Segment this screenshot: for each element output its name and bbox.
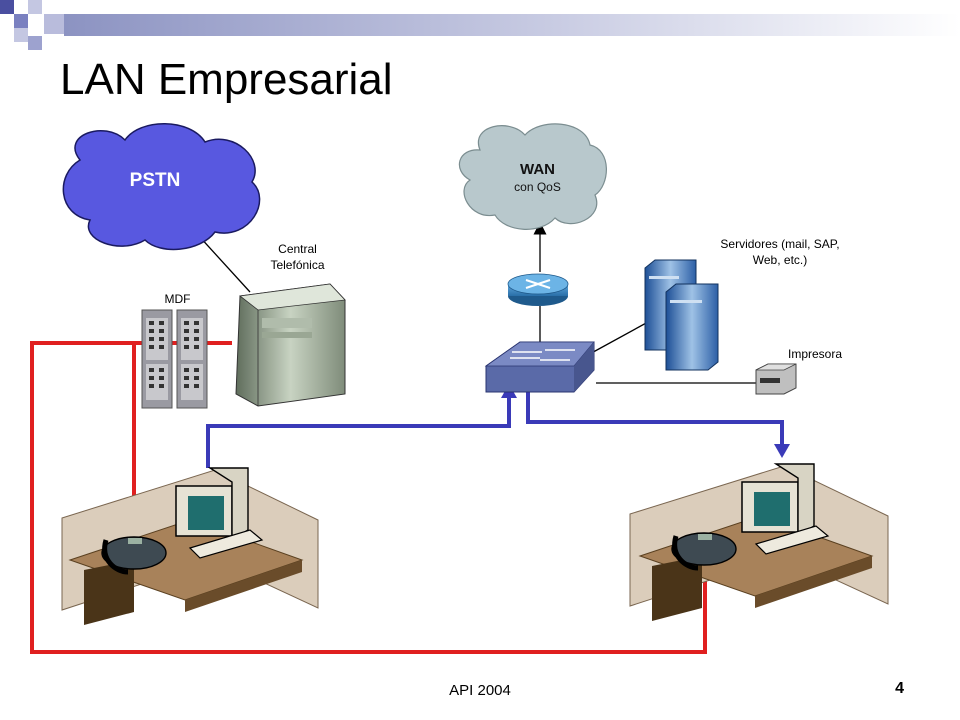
monitor-screen	[754, 492, 790, 526]
arrow-down-icon	[774, 444, 790, 458]
switch-icon	[484, 341, 595, 393]
servers-label: Servidores (mail, SAP, Web, etc.)	[720, 237, 840, 267]
wan-sublabel: con QoS	[514, 180, 561, 194]
voice-link	[30, 341, 707, 654]
printer-icon	[755, 363, 797, 395]
data-link-left	[206, 394, 511, 468]
pstn-cloud	[62, 123, 261, 251]
corner-square	[28, 36, 42, 50]
ip-phone-icon	[671, 532, 737, 566]
slide-title: LAN Empresarial	[60, 55, 393, 104]
workstation-left	[61, 467, 319, 625]
network-links	[183, 219, 756, 384]
keyboard-icon	[754, 525, 830, 555]
voice-cabling	[30, 341, 707, 654]
router-icon	[507, 273, 569, 306]
page-number: 4	[895, 680, 904, 697]
wan-label: WAN	[520, 161, 555, 178]
ip-phone-icon	[101, 536, 167, 570]
pbx-icon	[235, 283, 346, 407]
data-link-right	[526, 392, 784, 446]
pbx-label: Central Telefónica	[270, 242, 325, 272]
mdf-label: MDF	[164, 292, 191, 306]
servers-icon	[644, 259, 719, 371]
mdf-panel	[176, 309, 208, 409]
corner-square	[28, 0, 42, 14]
monitor-screen	[188, 496, 224, 530]
printer-label: Impresora	[787, 347, 843, 361]
corner-square	[44, 14, 64, 34]
corner-square	[0, 0, 14, 14]
switch-to-servers-link	[585, 321, 649, 357]
wan-cloud	[458, 123, 607, 230]
corner-square	[14, 28, 28, 42]
mdf-panel	[141, 309, 173, 409]
workstation-right	[629, 463, 889, 621]
corner-square	[14, 14, 28, 28]
keyboard-icon	[188, 529, 264, 559]
footer-text: API 2004	[449, 682, 511, 699]
header-decoration	[0, 0, 960, 50]
pstn-label: PSTN	[129, 170, 181, 191]
title-bar	[64, 14, 960, 36]
mdf-panels	[141, 309, 208, 409]
